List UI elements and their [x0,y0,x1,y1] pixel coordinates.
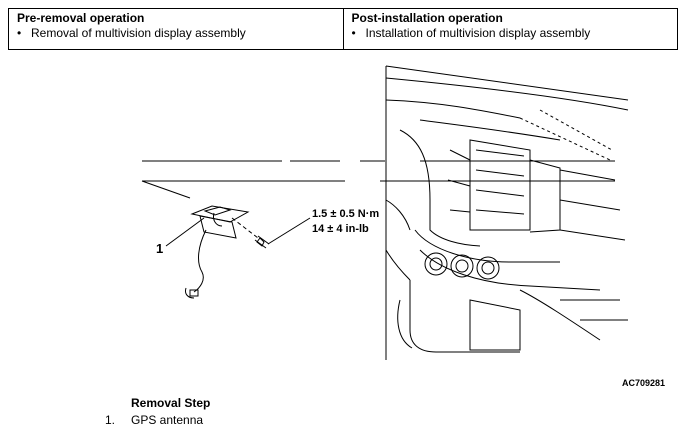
removal-step-number: 1. [105,413,116,427]
pre-removal-cell: Pre-removal operation • Removal of multiv… [8,8,344,50]
post-installation-heading: Post-installation operation [351,11,503,25]
pre-removal-item: • Removal of multivision display assembly [17,26,337,41]
post-installation-cell: Post-installation operation • Installatio… [342,8,678,50]
pre-removal-item-text: Removal of multivision display assembly [31,26,246,40]
gps-antenna-illustration [141,65,629,360]
mounting-screw [254,235,270,249]
figure-code: AC709281 [622,378,666,388]
operations-table: Pre-removal operation • Removal of multiv… [8,8,678,50]
bullet-icon: • [17,26,22,40]
removal-step-title: Removal Step [131,396,211,410]
torque-value-nm: 1.5 ± 0.5 N·m [312,208,380,220]
torque-value-inlb: 14 ± 4 in-lb [312,223,369,235]
callout-number-1: 1 [156,241,164,256]
pre-removal-heading: Pre-removal operation [17,11,145,25]
bullet-icon: • [351,26,356,40]
removal-step-name: GPS antenna [131,413,204,427]
instrument-panel [385,65,629,360]
post-installation-item: • Installation of multivision display ass… [352,26,672,41]
post-installation-item-text: Installation of multivision display asse… [365,26,591,40]
gps-antenna [185,205,250,299]
